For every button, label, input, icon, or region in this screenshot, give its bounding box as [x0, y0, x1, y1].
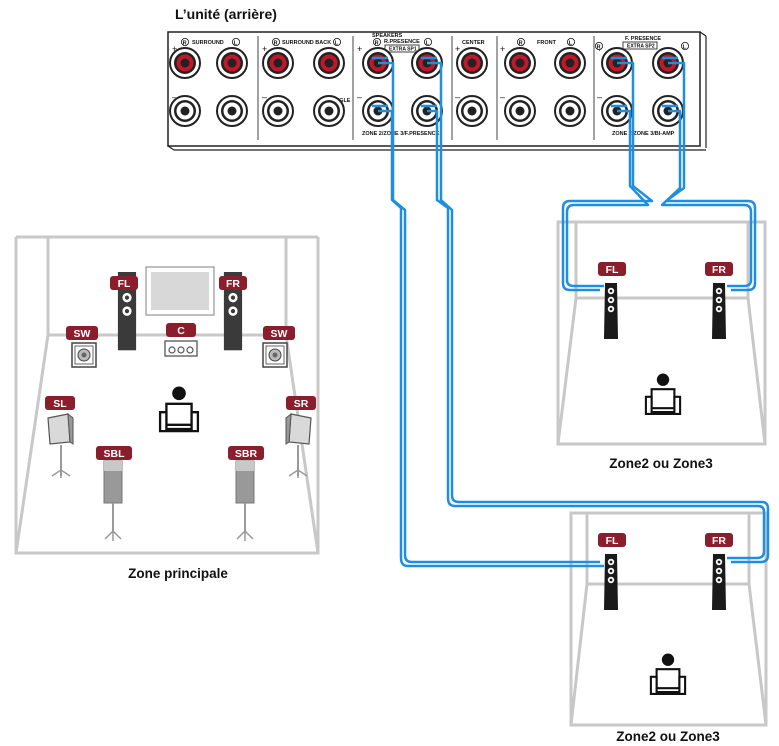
page-title: L’unité (arrière) [175, 6, 277, 22]
zone-label-2: ZONE 2/ZONE 3/BI-AMP [612, 131, 675, 137]
extra-sp2-label: EXTRA SP2 [627, 44, 655, 50]
zone-a-room: FL FR Zone2 ou Zone3 [556, 220, 767, 471]
r-mark: R [519, 40, 523, 46]
badge-fr: FR [705, 533, 733, 547]
badge-sr: SR [286, 396, 316, 410]
surround-back-label: SURROUND BACK [282, 40, 331, 46]
badge-sr-text: SR [294, 398, 309, 410]
badge-sbr-text: SBR [235, 448, 258, 460]
r-presence-label: R.PRESENCE [384, 39, 420, 45]
speaker-tower-icon [712, 554, 726, 610]
plus-mark: + [172, 44, 177, 54]
tv-icon [145, 266, 215, 316]
plus-mark: + [262, 44, 267, 54]
speakers-label: SPEAKERS [372, 33, 403, 39]
badge-fr: FR [705, 262, 733, 276]
wire-caps [372, 56, 678, 108]
badge-sbl: SBL [96, 446, 132, 460]
zone-a-caption: Zone2 ou Zone3 [609, 456, 713, 471]
l-mark: L [335, 40, 339, 46]
plus-mark: + [357, 44, 362, 54]
badge-sw-left: SW [66, 326, 98, 340]
speaker-wires [378, 61, 770, 568]
minus-mark: – [262, 92, 267, 102]
badge-sw-text: SW [271, 328, 288, 340]
main-zone-caption: Zone principale [128, 566, 228, 581]
badge-fr-text: FR [226, 278, 240, 290]
zone-a-fl-text: FL [606, 264, 619, 276]
speaker-tower-icon [604, 283, 618, 339]
zone-label-1: ZONE 2/ZONE 3/F.PRESENCE [362, 131, 440, 137]
zone-a-fr-text: FR [712, 264, 726, 276]
l-mark: L [426, 40, 430, 46]
badge-sl: SL [45, 396, 75, 410]
badge-fl: FL [598, 533, 626, 547]
surround-label: SURROUND [192, 40, 224, 46]
badge-fl: FL [110, 276, 138, 290]
rl-marks: R L R L R L R L R L [180, 38, 690, 50]
center-label: CENTER [462, 40, 485, 46]
main-zone-room: FL FR C SW SW SL SR SBL SBR Zone princip… [14, 235, 320, 581]
minus-mark: – [357, 92, 362, 102]
extra-sp1-label: EXTRA SP1 [389, 47, 417, 53]
f-presence-label: F. PRESENCE [625, 36, 661, 42]
r-mark: R [274, 40, 278, 46]
badge-c-text: C [177, 325, 185, 337]
center-speaker-icon [164, 340, 198, 357]
minus-mark: – [500, 92, 505, 102]
badge-fr: FR [219, 276, 247, 290]
plus-mark: + [500, 44, 505, 54]
receiver-rear-panel: SPEAKERS SURROUND SURROUND BACK R.PRESEN… [167, 31, 707, 151]
badge-sbr: SBR [228, 446, 264, 460]
badge-fl-text: FL [118, 278, 131, 290]
minus-mark: – [455, 92, 460, 102]
badge-sl-text: SL [53, 398, 67, 410]
l-mark: L [683, 44, 687, 50]
badge-sbl-text: SBL [104, 448, 126, 460]
front-label: FRONT [537, 40, 557, 46]
speaker-tower-icon [604, 554, 618, 610]
r-mark: R [597, 44, 601, 50]
plus-mark: + [455, 44, 460, 54]
l-mark: L [569, 40, 573, 46]
minus-mark: – [597, 92, 602, 102]
badge-c: C [166, 323, 196, 337]
r-mark: R [183, 40, 187, 46]
minus-mark: – [172, 92, 177, 102]
badge-sw-text: SW [74, 328, 91, 340]
badge-fl: FL [598, 262, 626, 276]
badge-sw-right: SW [263, 326, 295, 340]
zone-b-caption: Zone2 ou Zone3 [616, 729, 720, 744]
zone-b-fl-text: FL [606, 535, 619, 547]
speaker-tower-icon [712, 283, 726, 339]
subwoofer-icon [262, 342, 288, 368]
r-mark: R [375, 40, 379, 46]
subwoofer-icon [71, 342, 97, 368]
zone-b-fr-text: FR [712, 535, 726, 547]
zone-b-room: FL FR Zone2 ou Zone3 [569, 511, 768, 744]
l-mark: L [234, 40, 238, 46]
